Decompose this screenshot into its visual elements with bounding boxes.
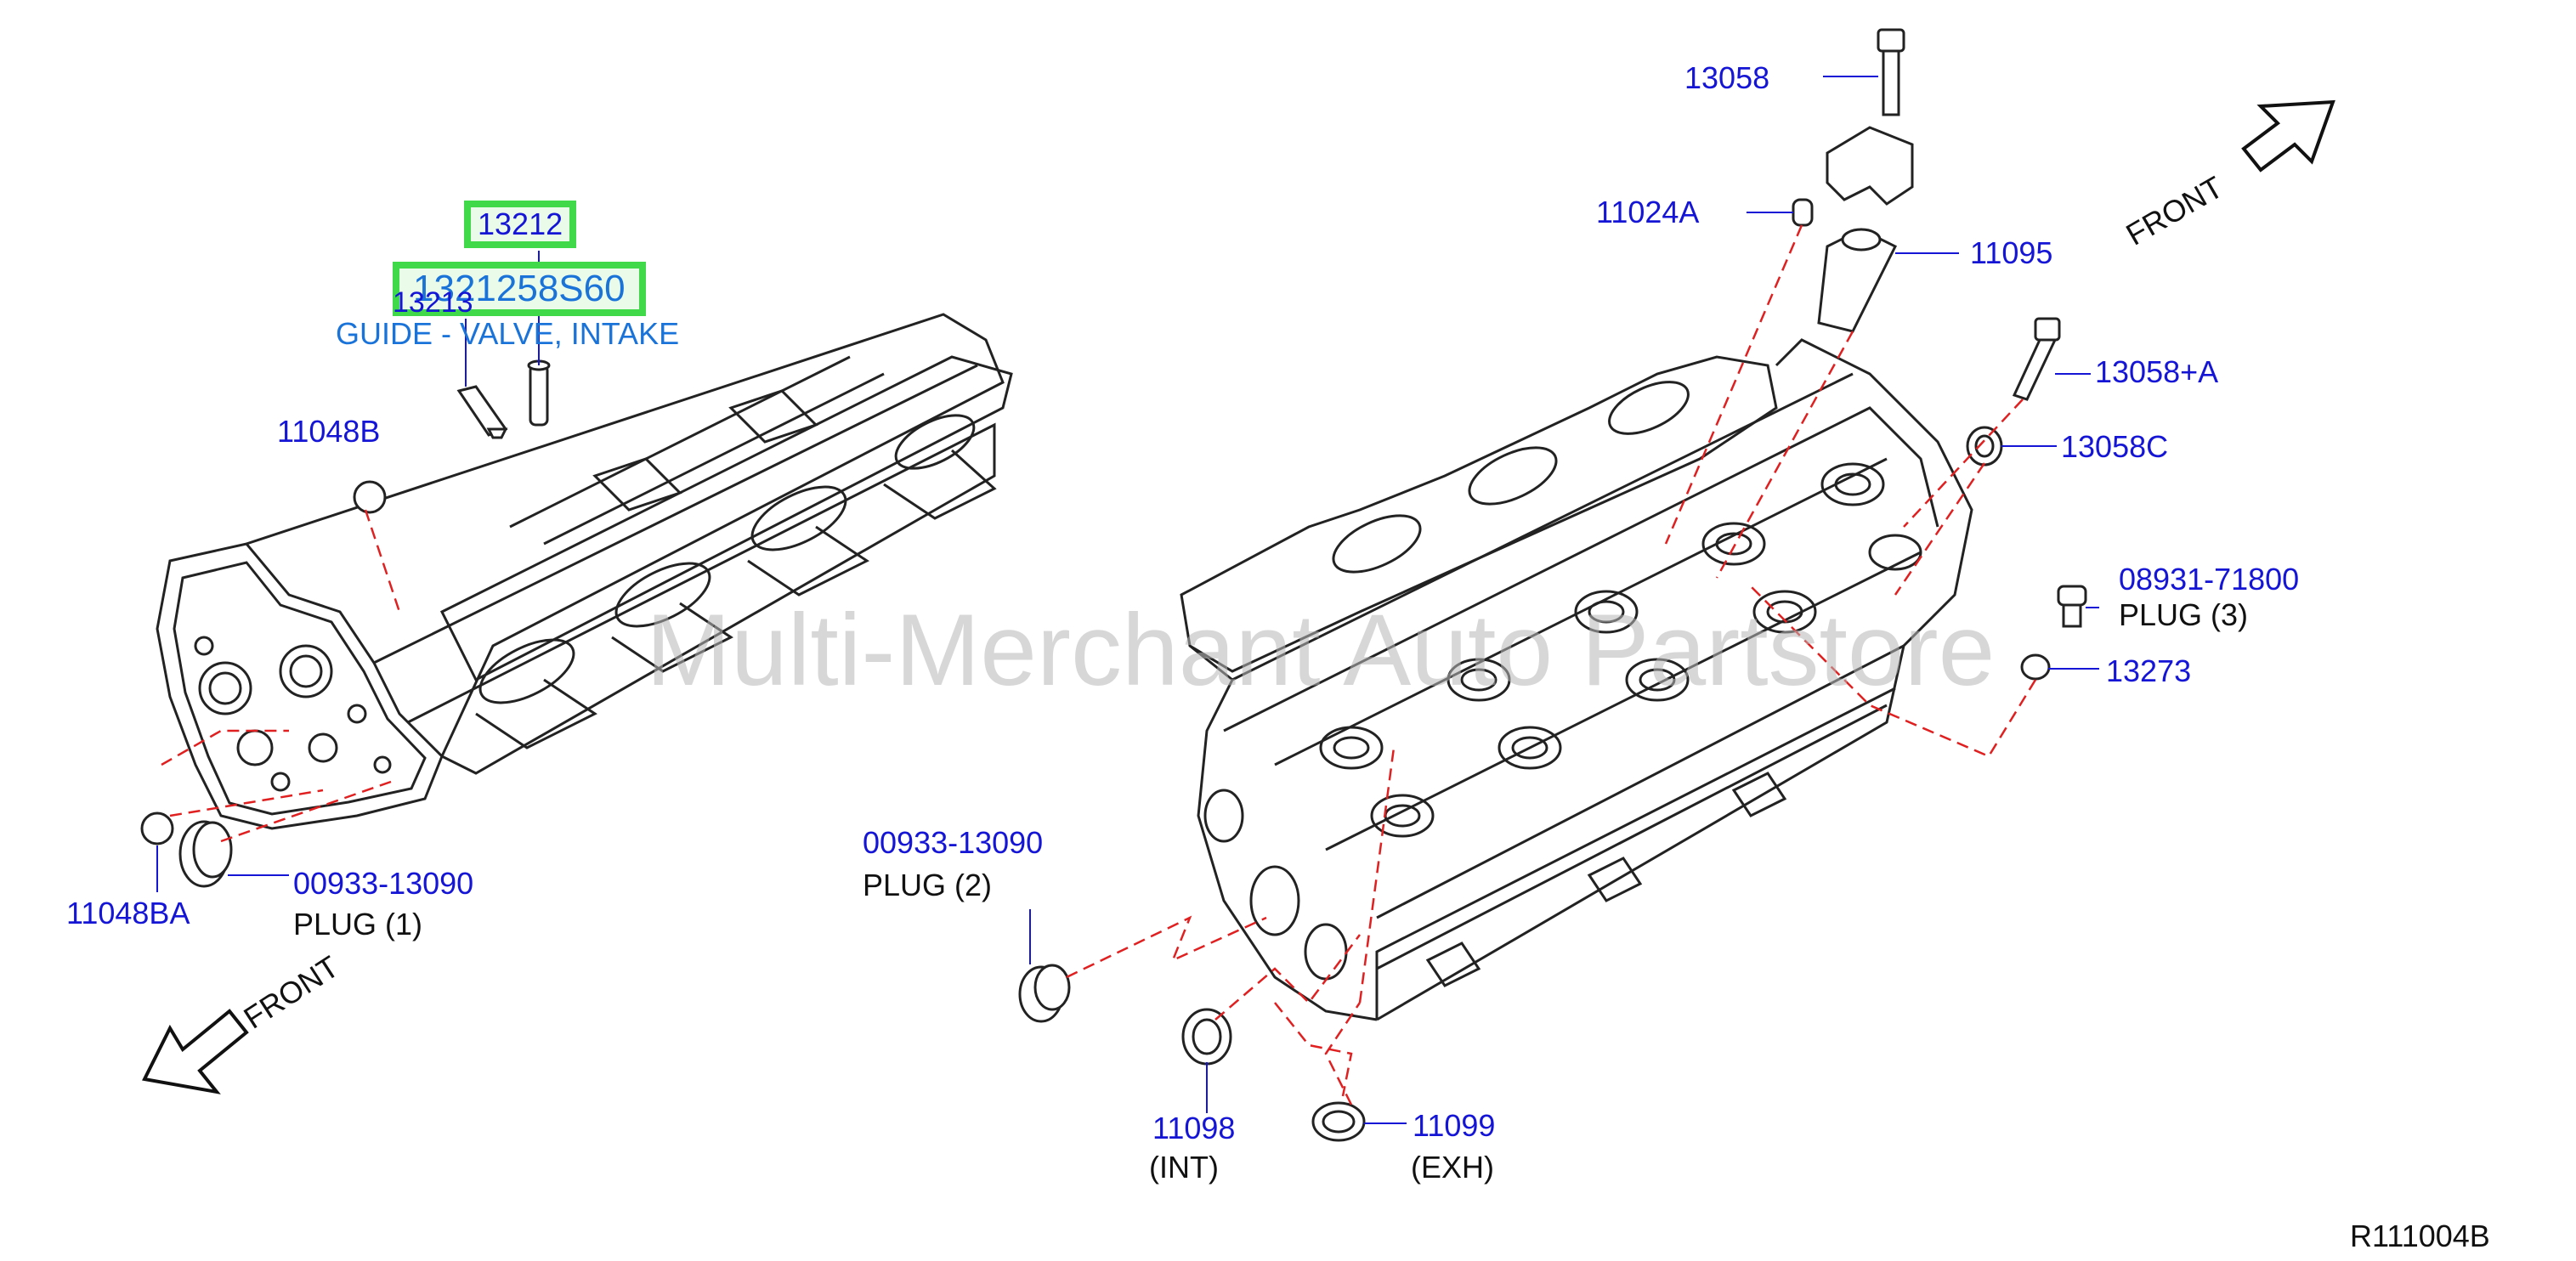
valve-guide-parts: [456, 359, 551, 439]
part-label-11048ba[interactable]: 11048BA: [66, 896, 190, 930]
part-label-13273[interactable]: 13273: [2106, 653, 2192, 688]
right-parts: [1018, 28, 2087, 1142]
front-arrow-left: [142, 1009, 249, 1094]
part-label-11048b[interactable]: 11048B: [277, 414, 381, 449]
part-label-11024a[interactable]: 11024A: [1596, 195, 1700, 229]
plug-3-label: PLUG (3): [2119, 597, 2249, 632]
right-leader-lines: [1029, 76, 2099, 1124]
selected-description: GUIDE - VALVE, INTAKE: [336, 316, 680, 351]
part-label-13213[interactable]: 13213: [393, 286, 473, 319]
left-plugs: [140, 480, 387, 888]
part-label-13058c[interactable]: 13058C: [2061, 429, 2169, 464]
part-label-11099[interactable]: 11099: [1413, 1108, 1496, 1143]
part-label-11095[interactable]: 11095: [1970, 235, 2053, 270]
diagram-code: R111004B: [2350, 1219, 2490, 1253]
part-label-13058[interactable]: 13058: [1684, 60, 1770, 95]
part-label-13058a[interactable]: 13058+A: [2095, 354, 2219, 389]
plug-1-label: PLUG (1): [293, 907, 423, 942]
right-cylinder-head: [1180, 338, 1973, 1021]
part-label-11098[interactable]: 11098: [1152, 1111, 1236, 1145]
exh-label: (EXH): [1411, 1150, 1494, 1185]
plug-2-label: PLUG (2): [863, 868, 993, 902]
front-arrow-right: [2241, 99, 2335, 172]
part-label-00933-13090-center[interactable]: 00933-13090: [863, 825, 1044, 860]
part-label-13212[interactable]: 13212: [464, 201, 577, 248]
part-label-08931-71800[interactable]: 08931-71800: [2119, 562, 2300, 597]
selected-oem-number[interactable]: 1321258S60: [393, 262, 646, 316]
left-dashed-leaders: [161, 509, 401, 843]
left-cylinder-head: [156, 313, 1013, 830]
int-label: (INT): [1149, 1150, 1219, 1185]
right-dashed-leaders: [1066, 224, 2037, 1105]
part-label-00933-13090-left[interactable]: 00933-13090: [293, 866, 474, 901]
